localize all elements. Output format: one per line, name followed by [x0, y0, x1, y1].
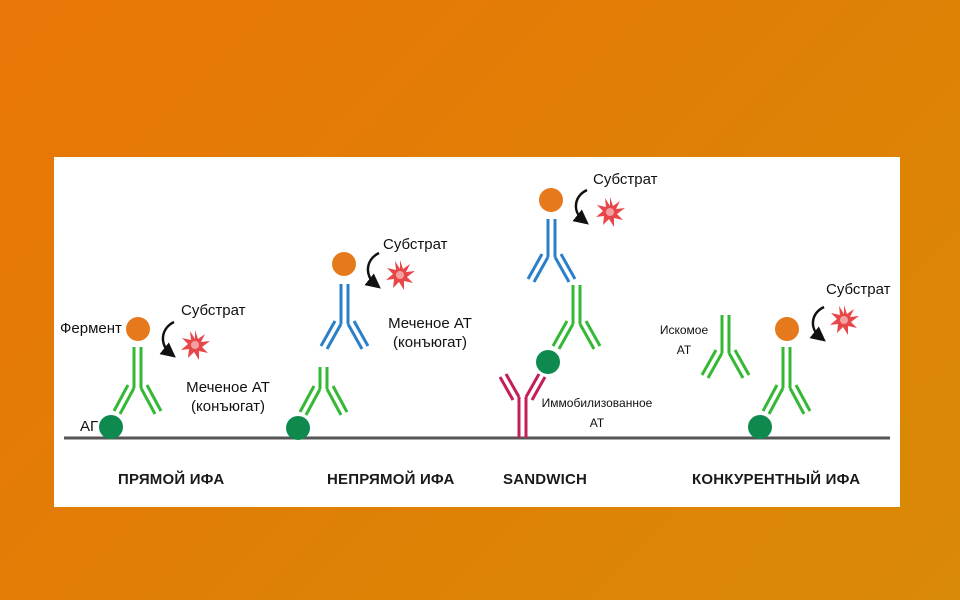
- labeled-antibody: [112, 347, 163, 415]
- conjugate-label-line2: (конъюгат): [191, 398, 265, 415]
- substrate-label: Субстрат: [383, 236, 448, 253]
- detection-antibody: [551, 285, 602, 350]
- substrate-starburst: [181, 330, 210, 360]
- competitive-elisa-caption: КОНКУРЕНТНЫЙ ИФА: [692, 471, 861, 488]
- substrate-label: Субстрат: [593, 171, 658, 188]
- labeled-antibody: [761, 347, 812, 415]
- antigen-circle: [286, 416, 310, 440]
- target-label-line1: Искомое: [659, 323, 709, 337]
- enzyme-circle: [332, 252, 356, 276]
- elisa-diagram-panel: Фермент Субстрат Меченое АТ (конъюгат) А…: [54, 157, 900, 507]
- conjugate-label-line1: Меченое АТ: [186, 379, 270, 396]
- indirect-elisa-caption: НЕПРЯМОЙ ИФА: [327, 471, 455, 488]
- labeled-secondary-antibody: [319, 284, 370, 350]
- reaction-arrow: [159, 320, 176, 358]
- immobilized-antibody-label: Иммобилизованное АТ: [538, 393, 656, 433]
- substrate-label: Субстрат: [181, 302, 246, 319]
- substrate-starburst: [830, 305, 859, 335]
- sandwich-elisa-diagram: [498, 188, 625, 438]
- free-target-antibody: [700, 315, 751, 379]
- immobilized-label-line2: АТ: [589, 416, 605, 430]
- reaction-arrow: [364, 251, 381, 289]
- antigen-circle: [99, 415, 123, 439]
- substrate-label: Субстрат: [826, 281, 891, 298]
- enzyme-circle: [775, 317, 799, 341]
- conjugate-label-line1: Меченое АТ: [388, 315, 472, 332]
- antigen-circle: [748, 415, 772, 439]
- conjugate-label: Меченое АТ (конъюгат): [370, 314, 490, 352]
- antigen-label: АГ: [80, 418, 99, 435]
- primary-antibody: [298, 367, 349, 416]
- direct-elisa-diagram: [99, 317, 210, 439]
- reaction-arrow: [809, 305, 826, 342]
- direct-elisa-caption: ПРЯМОЙ ИФА: [118, 471, 225, 488]
- enzyme-label: Фермент: [60, 320, 122, 337]
- target-label-line2: АТ: [676, 343, 692, 357]
- reaction-arrow: [572, 188, 589, 225]
- substrate-starburst: [596, 197, 625, 227]
- elisa-diagram: [64, 188, 890, 440]
- sandwich-elisa-caption: SANDWICH: [503, 471, 588, 488]
- immobilized-antibody: [498, 373, 547, 438]
- antigen-circle: [536, 350, 560, 374]
- immobilized-label-line1: Иммобилизованное: [541, 396, 653, 410]
- labeled-secondary-antibody: [526, 219, 577, 283]
- target-antibody-label: Искомое АТ: [655, 320, 713, 360]
- enzyme-circle: [126, 317, 150, 341]
- indirect-elisa-diagram: [286, 251, 415, 440]
- conjugate-label: Меченое АТ (конъюгат): [168, 378, 288, 416]
- conjugate-label-line2: (конъюгат): [393, 334, 467, 351]
- enzyme-circle: [539, 188, 563, 212]
- competitive-elisa-diagram: [700, 305, 859, 439]
- substrate-starburst: [386, 260, 415, 290]
